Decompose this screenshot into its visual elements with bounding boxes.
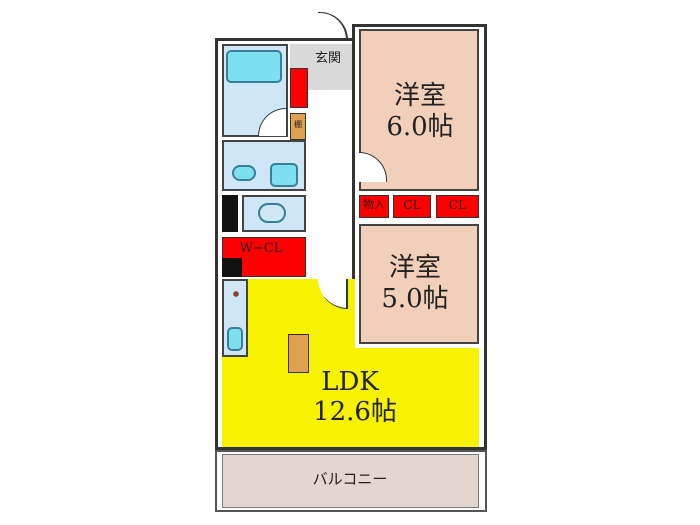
western-room-2-name: 洋室 — [388, 253, 441, 283]
western-room-2-size: 5.0帖 — [381, 284, 449, 314]
western-room-1-name: 洋室 — [393, 81, 446, 111]
western-room-1-size: 6.0帖 — [386, 112, 454, 142]
closet-1 — [393, 195, 431, 218]
kitchen-sink — [227, 327, 243, 351]
toilet-icon — [258, 203, 286, 223]
closet-2-label: CL — [448, 198, 467, 212]
balcony-frame — [215, 450, 487, 512]
entrance-label: 玄関 — [314, 51, 341, 66]
stove-icon — [230, 288, 242, 300]
walk-in-closet-label: W−CL — [239, 241, 283, 256]
entry-door — [318, 12, 348, 40]
wcl-storage — [222, 258, 242, 277]
shelf — [290, 113, 306, 140]
balcony — [222, 454, 479, 508]
toilet-storage — [222, 195, 238, 232]
bathtub — [226, 50, 282, 83]
outer-wall-right-block — [352, 24, 487, 450]
storage-label: 物入 — [363, 198, 385, 211]
ldk — [222, 348, 479, 447]
shoe-cabinet — [290, 68, 308, 108]
washing-machine — [270, 163, 298, 187]
closet-1-label: CL — [403, 198, 421, 212]
toilet-room — [242, 195, 306, 232]
balcony-label: バルコニー — [312, 470, 388, 488]
washbasin — [232, 165, 256, 181]
kitchen-island — [288, 334, 309, 373]
ldk-name: LDK — [321, 367, 379, 397]
ldk-size: 12.6帖 — [313, 397, 397, 427]
shelf-label: 棚 — [294, 120, 302, 129]
western-room-2 — [359, 224, 479, 344]
storage — [359, 195, 389, 218]
closet-2 — [436, 195, 479, 218]
